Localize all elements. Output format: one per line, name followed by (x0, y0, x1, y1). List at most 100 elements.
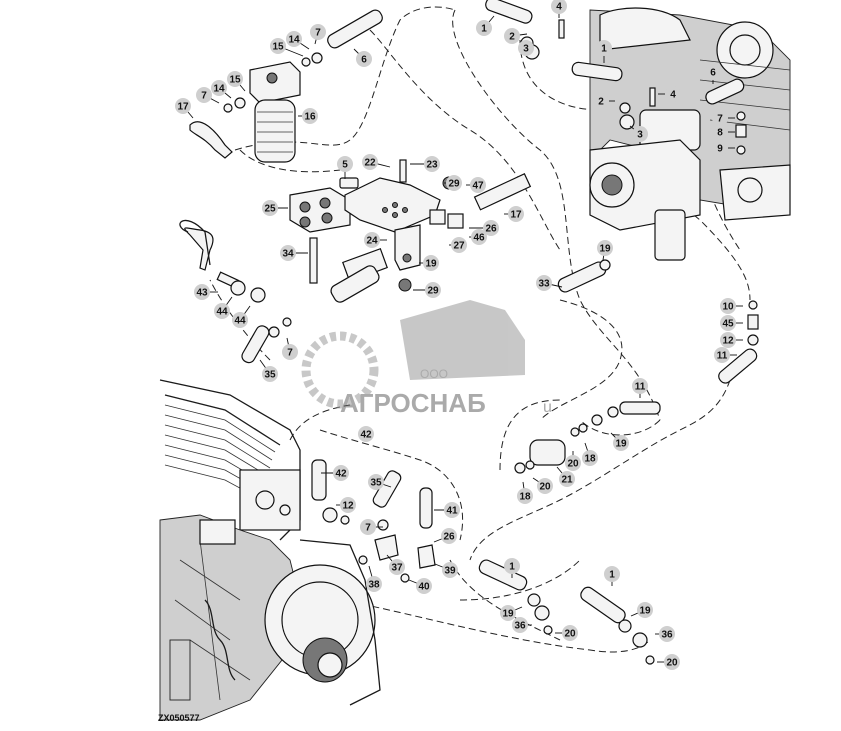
callout-20: 20 (532, 477, 553, 494)
callout-bubble (232, 312, 248, 328)
callout-bubble (551, 0, 567, 14)
callout-number: 36 (514, 621, 526, 632)
callout-bubble (476, 20, 492, 36)
callout-bubble (446, 175, 462, 191)
callout-bubble (227, 71, 243, 87)
callout-number: 1 (601, 44, 607, 55)
callout-number: 29 (427, 286, 439, 297)
callout-number: 7 (201, 91, 207, 102)
callout-27: 27 (449, 237, 467, 253)
callout-bubble (712, 110, 728, 126)
callout-number: 44 (234, 316, 246, 327)
callout-number: 39 (444, 566, 456, 577)
callout-number: 16 (304, 112, 316, 123)
callout-number: 1 (609, 570, 615, 581)
valve-block (289, 159, 532, 292)
callout-bubble (358, 426, 374, 442)
callout-bubble (270, 38, 286, 54)
callout-bubble (504, 28, 520, 44)
callout-3: 3 (518, 40, 534, 56)
callout-bubble (360, 519, 376, 535)
callout-20: 20 (657, 654, 680, 670)
callout-bubble (470, 177, 486, 193)
callout-number: 15 (272, 42, 284, 53)
callout-number: 19 (502, 609, 514, 620)
callout-bubble (362, 154, 378, 170)
callout-bubble (712, 124, 728, 140)
callout-number: 19 (599, 244, 611, 255)
callout-bubble (282, 344, 298, 360)
callout-46: 46 (469, 229, 487, 245)
callout-bubble (637, 602, 653, 618)
callout-12: 12 (336, 497, 356, 513)
callout-number: 26 (485, 224, 497, 235)
callout-number: 19 (615, 439, 627, 450)
callout-29: 29 (413, 282, 441, 298)
callout-number: 46 (473, 233, 485, 244)
callout-number: 26 (443, 532, 455, 543)
callout-bubble (424, 156, 440, 172)
callout-bubble (262, 200, 278, 216)
callout-number: 18 (584, 454, 596, 465)
callout-number: 20 (567, 459, 579, 470)
callout-bubble (512, 617, 528, 633)
callout-bubble (364, 232, 380, 248)
callout-19: 19 (419, 255, 439, 271)
callout-bubble (337, 156, 353, 172)
callout-36: 36 (512, 617, 532, 633)
callout-bubble (508, 206, 524, 222)
callout-number: 21 (561, 475, 573, 486)
callout-5: 5 (337, 156, 353, 179)
callout-bubble (262, 366, 278, 382)
callout-bubble (536, 275, 552, 291)
callout-15: 15 (227, 71, 246, 92)
callout-bubble (356, 51, 372, 67)
watermark-gear-icon (301, 331, 379, 409)
callout-number: 35 (264, 370, 276, 381)
callout-bubble (720, 315, 736, 331)
callout-number: 4 (670, 90, 676, 101)
callout-number: 3 (523, 44, 529, 55)
callout-number: 20 (539, 482, 551, 493)
callout-7: 7 (282, 337, 298, 360)
callout-number: 27 (453, 241, 465, 252)
watermark-harvester-icon (400, 300, 525, 380)
callout-bubble (632, 126, 648, 142)
callout-12: 12 (720, 332, 743, 348)
callout-number: 2 (598, 97, 604, 108)
callout-18: 18 (517, 481, 533, 504)
callout-35: 35 (368, 474, 392, 490)
callout-number: 36 (661, 630, 673, 641)
callout-number: 12 (722, 336, 734, 347)
callout-bubble (366, 576, 382, 592)
callout-number: 3 (637, 130, 643, 141)
callout-18: 18 (582, 442, 598, 466)
callout-33: 33 (536, 275, 563, 291)
callout-1: 1 (596, 40, 612, 63)
callout-bubble (582, 450, 598, 466)
callout-number: 29 (448, 179, 460, 190)
callout-bubble (368, 474, 384, 490)
callout-number: 17 (177, 102, 189, 113)
callout-bubble (442, 562, 458, 578)
callout-number: 15 (229, 75, 241, 86)
callout-bubble (280, 245, 296, 261)
callout-bubble (333, 465, 349, 481)
callout-bubble (425, 282, 441, 298)
callout-43: 43 (194, 284, 218, 300)
callout-7: 7 (196, 87, 220, 104)
callout-number: 40 (418, 582, 430, 593)
callout-7: 7 (712, 110, 735, 126)
callout-bubble (665, 86, 681, 102)
callout-bubble (597, 240, 613, 256)
callout-number: 37 (391, 563, 403, 574)
callout-number: 33 (538, 279, 550, 290)
callout-10: 10 (720, 298, 743, 314)
callout-bubble (705, 64, 721, 80)
callout-bubble (712, 140, 728, 156)
callout-number: 7 (717, 114, 723, 125)
callout-bubble (593, 93, 609, 109)
drawing-code: ZX050577 (158, 713, 200, 723)
